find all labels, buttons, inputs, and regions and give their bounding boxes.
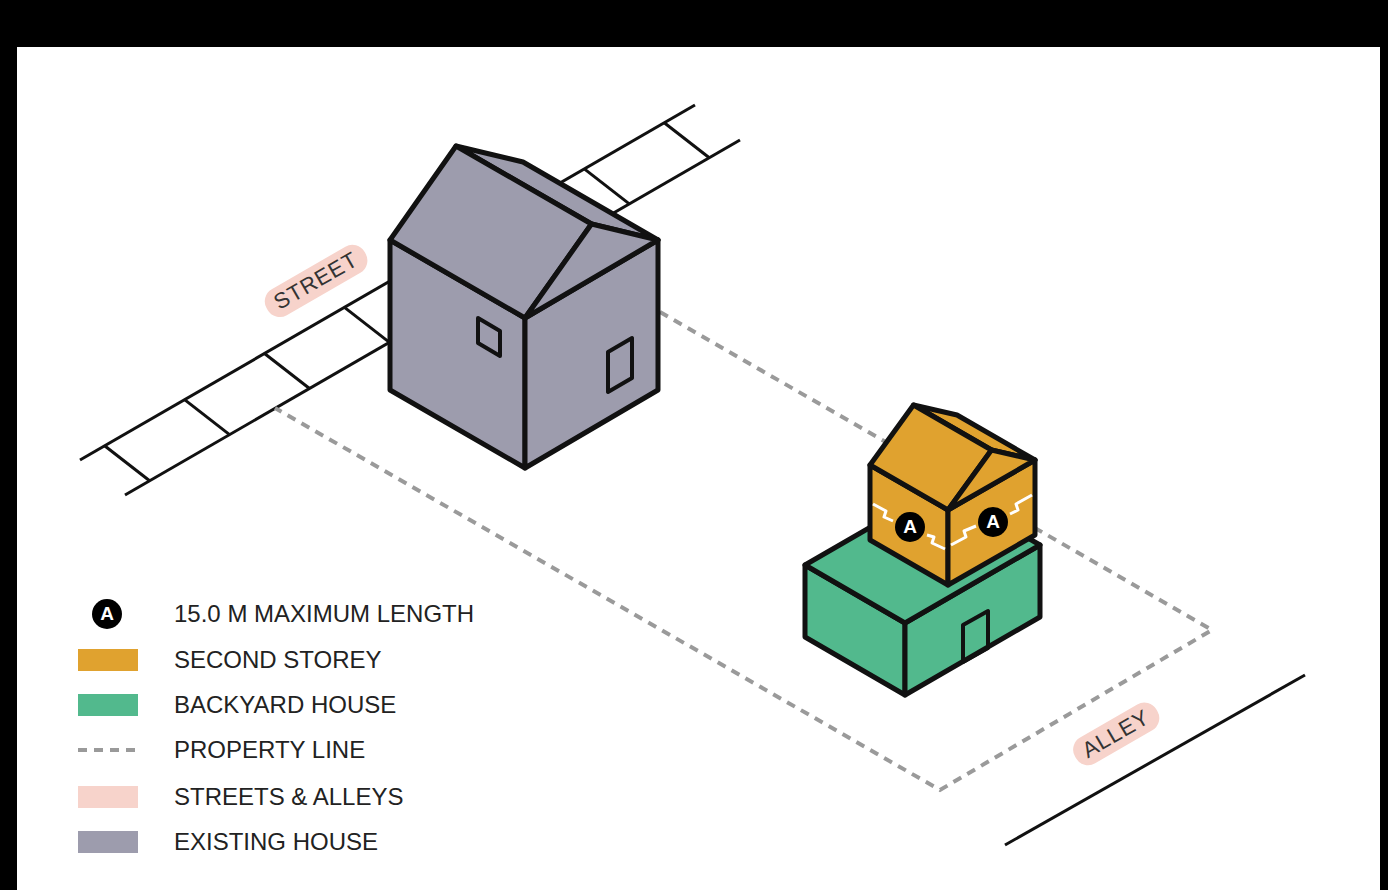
- legend-swatch: [78, 649, 138, 671]
- dimension-line: [927, 535, 945, 549]
- legend-swatch: [78, 694, 138, 716]
- street-tick: [265, 354, 310, 389]
- legend-swatch: [78, 831, 138, 853]
- alley-edge: [1005, 675, 1305, 845]
- callout-number: A: [895, 512, 925, 542]
- legend-text: PROPERTY LINE: [174, 735, 365, 765]
- dimension-line: [873, 504, 893, 521]
- legend-callout-sample: A: [92, 599, 122, 629]
- alley-label: ALLEY: [1068, 698, 1164, 771]
- dimension-lines: [873, 495, 1032, 549]
- street-label: STREET: [260, 240, 373, 322]
- street-tick: [105, 446, 150, 481]
- legend-line-sample: [78, 748, 138, 752]
- backyard-house: [805, 487, 1040, 695]
- second-storey: [870, 405, 1035, 585]
- window: [478, 318, 500, 356]
- dimension-line: [1010, 495, 1032, 514]
- legend-text: 15.0 M MAXIMUM LENGTH: [174, 599, 474, 629]
- house-gable: [525, 224, 658, 318]
- legend-text: SECOND STOREY: [174, 645, 382, 675]
- door: [963, 611, 988, 662]
- dimension-line: [951, 526, 976, 545]
- legend-text: BACKYARD HOUSE: [174, 690, 396, 720]
- callout-number: A: [978, 507, 1008, 537]
- page-ground: [17, 47, 1380, 890]
- street-tick: [344, 307, 389, 342]
- street-edge: [125, 140, 740, 495]
- legend-swatch: [78, 786, 138, 808]
- street-road: [80, 105, 740, 495]
- street-tick: [185, 400, 230, 435]
- street-tick: [664, 123, 709, 158]
- legend-text: STREETS & ALLEYS: [174, 782, 403, 812]
- street-ticks: [105, 123, 710, 481]
- legend-text: EXISTING HOUSE: [174, 827, 378, 857]
- existing-house: [390, 146, 658, 468]
- window: [608, 338, 632, 392]
